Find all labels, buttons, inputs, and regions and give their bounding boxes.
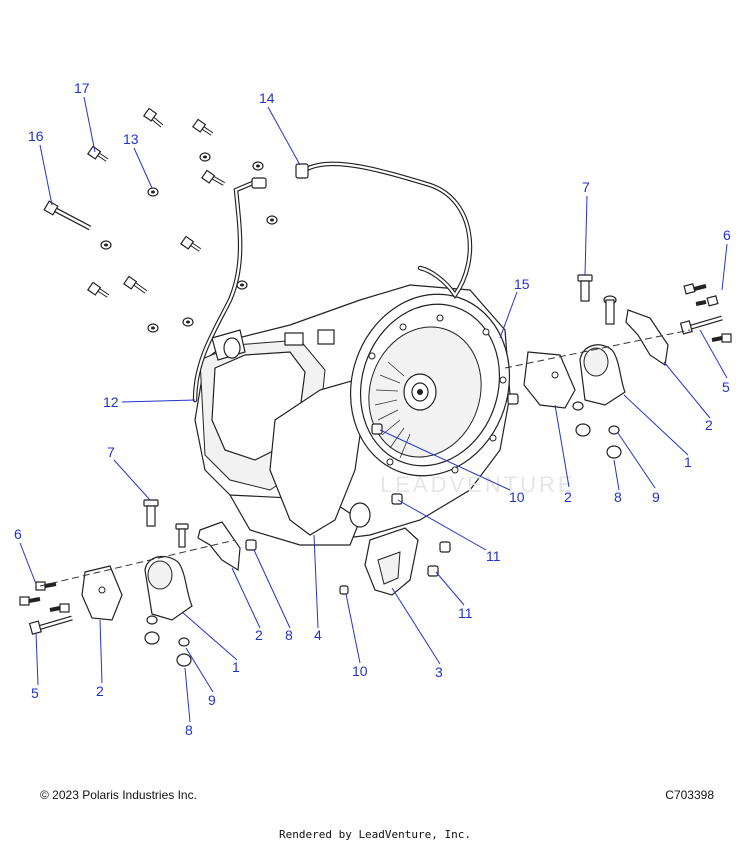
watermark: LEADVENTURE: [380, 472, 576, 497]
callout-11: 11: [486, 548, 501, 564]
diagram-code: C703398: [665, 788, 714, 802]
callout-17: 17: [74, 80, 90, 96]
rendered-by-credit: Rendered by LeadVenture, Inc.: [278, 828, 472, 841]
callout-8: 8: [614, 489, 622, 505]
callout-7: 7: [582, 179, 590, 195]
callout-6: 6: [14, 526, 22, 542]
callout-8: 8: [185, 722, 193, 738]
callout-10: 10: [352, 663, 368, 679]
callout-11: 11: [458, 605, 473, 621]
callout-2: 2: [705, 417, 713, 433]
callout-3: 3: [435, 664, 443, 680]
copyright-notice: © 2023 Polaris Industries Inc.: [40, 788, 197, 802]
callout-2: 2: [564, 489, 572, 505]
callout-13: 13: [123, 131, 139, 147]
left-mount-assembly: [19, 499, 257, 667]
callout-8: 8: [285, 627, 293, 643]
right-mount-assembly: [504, 274, 732, 459]
callout-1: 1: [684, 454, 692, 470]
loose-hardware-top-left: [43, 107, 278, 333]
breather-hose: [192, 161, 473, 403]
transmission-housing: LEADVENTURE: [194, 284, 576, 546]
callout-2: 2: [96, 683, 104, 699]
callout-5: 5: [31, 685, 39, 701]
callout-12: 12: [103, 394, 119, 410]
callout-2: 2: [255, 627, 263, 643]
callout-10: 10: [509, 489, 525, 505]
callout-1: 1: [232, 659, 240, 675]
lower-bracket: [339, 423, 451, 596]
callout-labels: 17 16 13 14 7 6 15 5 2 1 12 10 2 9 8 7 6…: [14, 80, 731, 738]
callout-4: 4: [314, 627, 322, 643]
callout-15: 15: [514, 276, 530, 292]
callout-14: 14: [259, 90, 275, 106]
callout-6: 6: [723, 227, 731, 243]
callout-9: 9: [208, 692, 216, 708]
callout-5: 5: [722, 379, 730, 395]
callout-7: 7: [107, 444, 115, 460]
callout-9: 9: [652, 489, 660, 505]
leader-lines: [19, 96, 728, 723]
callout-16: 16: [28, 128, 44, 144]
